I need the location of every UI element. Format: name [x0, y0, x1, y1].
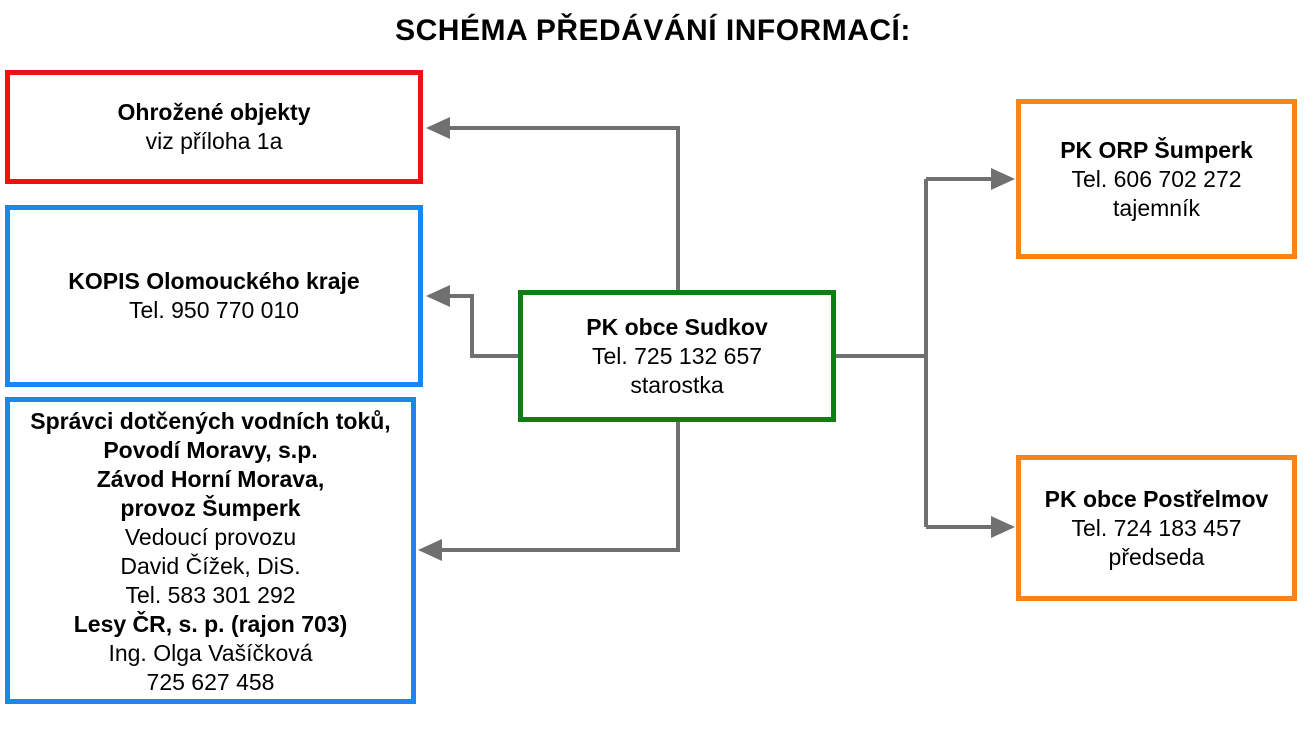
connector-to-kopis [448, 294, 518, 358]
connector-to-ohrozene [448, 126, 680, 290]
box-spravci-vodnich-toku: Správci dotčených vodních toků, Povodí M… [5, 397, 416, 704]
arrowhead-kopis [426, 285, 450, 307]
spravci-line-10: 725 627 458 [146, 668, 275, 695]
kopis-heading: KOPIS Olomouckého kraje [68, 268, 360, 294]
box-pk-obce-postrelmov: PK obce Postřelmov Tel. 724 183 457 před… [1016, 455, 1297, 601]
sudkov-heading: PK obce Sudkov [586, 313, 768, 340]
arrowhead-orp [991, 168, 1015, 190]
spravci-line-2: Povodí Moravy, s.p. [103, 436, 318, 463]
spravci-line-1: Správci dotčených vodních toků, [30, 407, 391, 434]
box-ohrozene-objekty: Ohrožené objekty viz příloha 1a [5, 70, 423, 184]
spravci-line-8: Lesy ČR, s. p. (rajon 703) [73, 610, 348, 637]
arrowhead-postrelmov [991, 516, 1015, 538]
orp-phone: Tel. 606 702 272 [1071, 165, 1242, 192]
spravci-line-5: Vedoucí provozu [124, 523, 297, 550]
arrowhead-spravci [418, 539, 442, 561]
connector-to-spravci [442, 422, 680, 552]
box-pk-orp-sumperk: PK ORP Šumperk Tel. 606 702 272 tajemník [1016, 99, 1297, 259]
postrelmov-heading: PK obce Postřelmov [1044, 485, 1269, 512]
sudkov-role: starostka [630, 371, 724, 398]
ohrozene-heading: Ohrožené objekty [117, 99, 311, 125]
spravci-line-6: David Čížek, DiS. [120, 552, 301, 579]
spravci-line-7: Tel. 583 301 292 [125, 581, 296, 608]
orp-heading: PK ORP Šumperk [1060, 136, 1253, 163]
box-kopis: KOPIS Olomouckého kraje Tel. 950 770 010 [5, 205, 423, 387]
postrelmov-role: předseda [1108, 543, 1205, 570]
spravci-line-9: Ing. Olga Vašíčková [108, 639, 313, 666]
diagram-title: SCHÉMA PŘEDÁVÁNÍ INFORMACÍ: [395, 14, 911, 47]
ohrozene-reference: viz příloha 1a [145, 128, 283, 154]
spravci-line-4: provoz Šumperk [120, 494, 301, 521]
orp-role: tajemník [1113, 194, 1200, 221]
kopis-phone: Tel. 950 770 010 [128, 297, 300, 323]
sudkov-phone: Tel. 725 132 657 [591, 342, 763, 369]
spravci-line-3: Závod Horní Morava, [96, 465, 325, 492]
postrelmov-phone: Tel. 724 183 457 [1071, 514, 1242, 541]
arrowhead-ohrozene [426, 117, 450, 139]
box-pk-obce-sudkov: PK obce Sudkov Tel. 725 132 657 starostk… [518, 290, 836, 422]
